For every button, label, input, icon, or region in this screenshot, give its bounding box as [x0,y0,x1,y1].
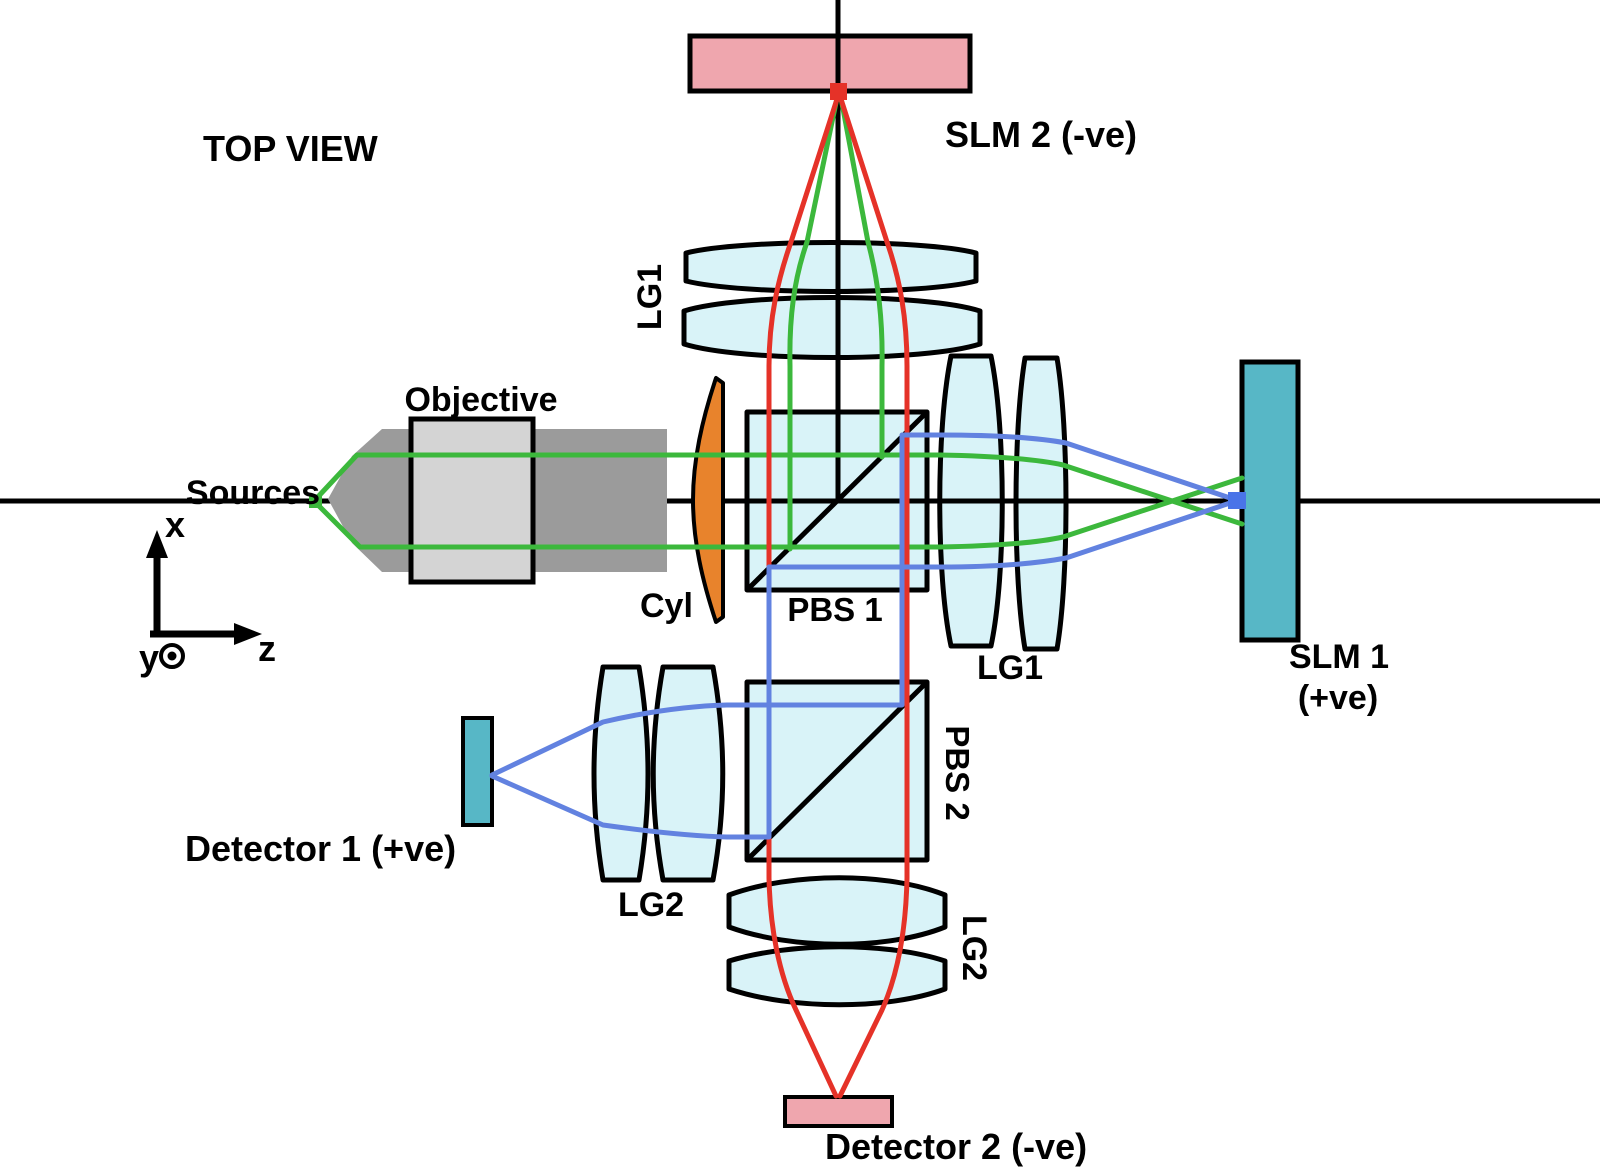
red-beam-right [837,93,910,1099]
source-point-marker [309,495,322,508]
z-axis-label: z [258,628,276,669]
slm2-focus-marker [830,83,847,100]
slm1-label-line1: SLM 1 [1289,638,1389,676]
cylindrical-lens [691,376,725,624]
detector2-label: Detector 2 (-ve) [825,1126,1087,1167]
slm2-label: SLM 2 (-ve) [945,114,1137,155]
objective-label: Objective [404,381,557,419]
lg2-left-label: LG2 [618,886,684,924]
lg2-bottom-label: LG2 [955,915,993,981]
lg1-top-lens-1 [683,240,979,294]
objective-barrel [408,416,536,585]
lg2-bottom-lens-2 [726,944,948,1008]
cyl-label: Cyl [640,587,693,625]
lg1-top-lens-2 [681,295,983,360]
z-axis-arrowhead-icon [234,623,262,645]
green-beam-upper [312,452,1245,527]
y-out-of-page-dot-icon [167,651,177,661]
pbs2-label: PBS 2 [939,725,976,820]
y-axis-label: y [139,637,159,678]
x-axis-label: x [165,504,185,545]
slm1-focus-marker [1228,492,1246,509]
detector2-panel [783,1095,894,1128]
slm1-panel [1239,359,1301,643]
detector1-panel [461,716,494,827]
slm1-label-line2: (+ve) [1298,679,1378,717]
green-beam-to-slm2-left [787,95,840,552]
lg2-left-lens-2 [650,664,726,883]
blue-beam-lower [489,498,1239,840]
blue-beam-upper [489,432,1239,778]
lg1-top-label: LG1 [631,264,669,330]
lg2-left-lens-1 [591,664,651,883]
green-beam-lower [312,475,1245,550]
lg1-right-label: LG1 [977,649,1043,687]
coordinate-axes-indicator [146,530,262,669]
pbs2-diagonal [745,680,929,862]
lg2-bottom-lens-1 [726,875,948,947]
slm2-panel [687,33,973,94]
x-axis-arrowhead-icon [146,530,168,558]
view-title: TOP VIEW [203,128,378,169]
beam-paths [312,93,1245,1099]
sources-label: Sources [186,474,320,512]
green-beam-to-slm2-right [838,95,885,460]
detector1-label: Detector 1 (+ve) [185,828,456,869]
pbs1-label: PBS 1 [787,591,882,628]
